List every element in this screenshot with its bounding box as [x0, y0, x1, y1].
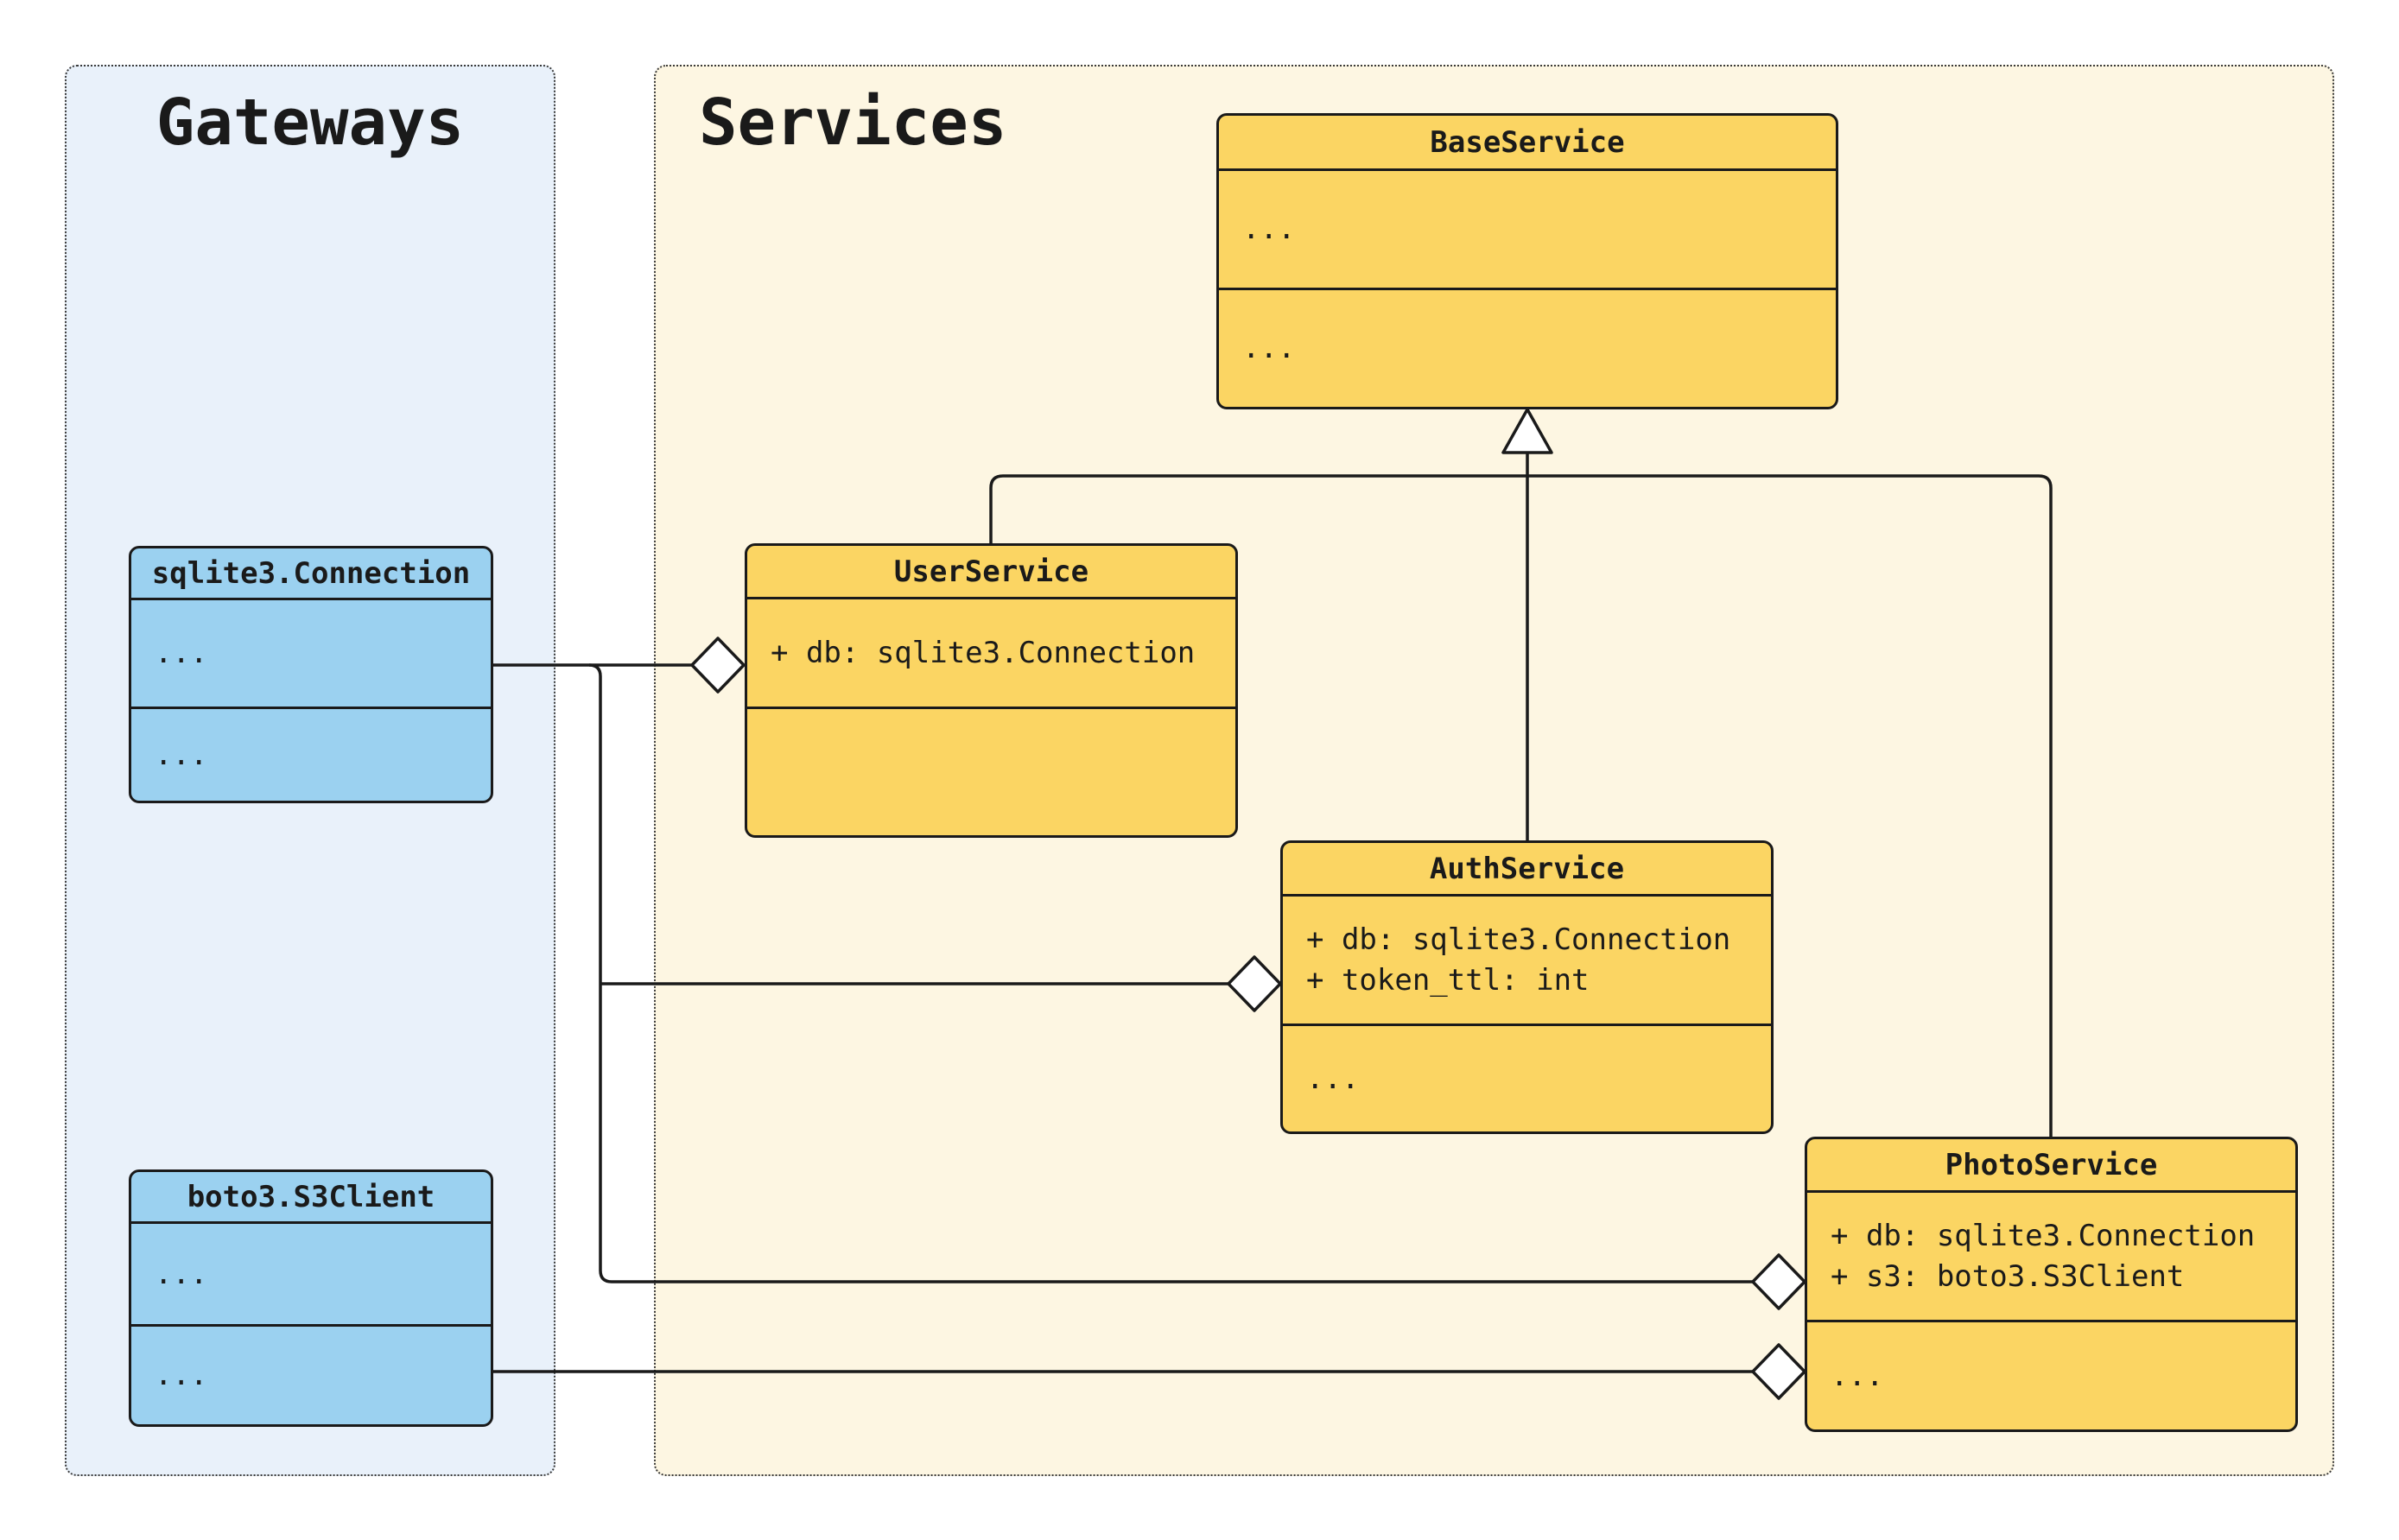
method-row: ...: [1306, 1061, 1360, 1096]
attribute-row: + s3: boto3.S3Client: [1831, 1258, 2185, 1294]
class-userservice-title: UserService: [747, 546, 1235, 599]
group-gateways-title: Gateways: [155, 86, 465, 160]
class-userservice: UserService + db: sqlite3.Connection: [745, 543, 1238, 838]
group-services-title: Services: [699, 86, 1007, 160]
attribute-row: + token_ttl: int: [1306, 962, 1590, 998]
class-baseservice-methods: ...: [1219, 290, 1836, 407]
class-sqlite3-connection: sqlite3.Connection ... ...: [129, 546, 493, 803]
class-baseservice-title: BaseService: [1219, 116, 1836, 171]
attribute-row: + db: sqlite3.Connection: [1306, 922, 1731, 957]
class-boto3-s3client-attributes: ...: [131, 1224, 491, 1327]
class-authservice-title: AuthService: [1283, 843, 1771, 897]
method-row: ...: [1242, 331, 1296, 365]
class-photoservice-title: PhotoService: [1807, 1139, 2295, 1193]
class-sqlite3-connection-attributes: ...: [131, 600, 491, 709]
class-sqlite3-connection-title: sqlite3.Connection: [131, 548, 491, 600]
attribute-row: + db: sqlite3.Connection: [1831, 1218, 2256, 1253]
attribute-row: ...: [155, 1256, 208, 1291]
method-row: ...: [155, 737, 208, 772]
method-row: ...: [155, 1358, 208, 1392]
class-baseservice: BaseService ... ...: [1216, 113, 1838, 409]
class-photoservice-methods: ...: [1807, 1322, 2295, 1429]
class-userservice-methods: [747, 709, 1235, 835]
class-authservice-methods: ...: [1283, 1026, 1771, 1131]
class-boto3-s3client-methods: ...: [131, 1327, 491, 1424]
class-photoservice-attributes: + db: sqlite3.Connection + s3: boto3.S3C…: [1807, 1193, 2295, 1322]
class-authservice-attributes: + db: sqlite3.Connection + token_ttl: in…: [1283, 897, 1771, 1026]
class-authservice: AuthService + db: sqlite3.Connection + t…: [1280, 840, 1774, 1134]
attribute-row: ...: [155, 636, 208, 670]
attribute-row: ...: [1242, 212, 1296, 246]
class-boto3-s3client-title: boto3.S3Client: [131, 1172, 491, 1224]
class-boto3-s3client: boto3.S3Client ... ...: [129, 1169, 493, 1427]
class-userservice-attributes: + db: sqlite3.Connection: [747, 599, 1235, 709]
class-sqlite3-connection-methods: ...: [131, 709, 491, 801]
attribute-row: + db: sqlite3.Connection: [771, 635, 1196, 670]
class-baseservice-attributes: ...: [1219, 171, 1836, 290]
class-photoservice: PhotoService + db: sqlite3.Connection + …: [1805, 1137, 2298, 1432]
method-row: ...: [1831, 1358, 1884, 1393]
